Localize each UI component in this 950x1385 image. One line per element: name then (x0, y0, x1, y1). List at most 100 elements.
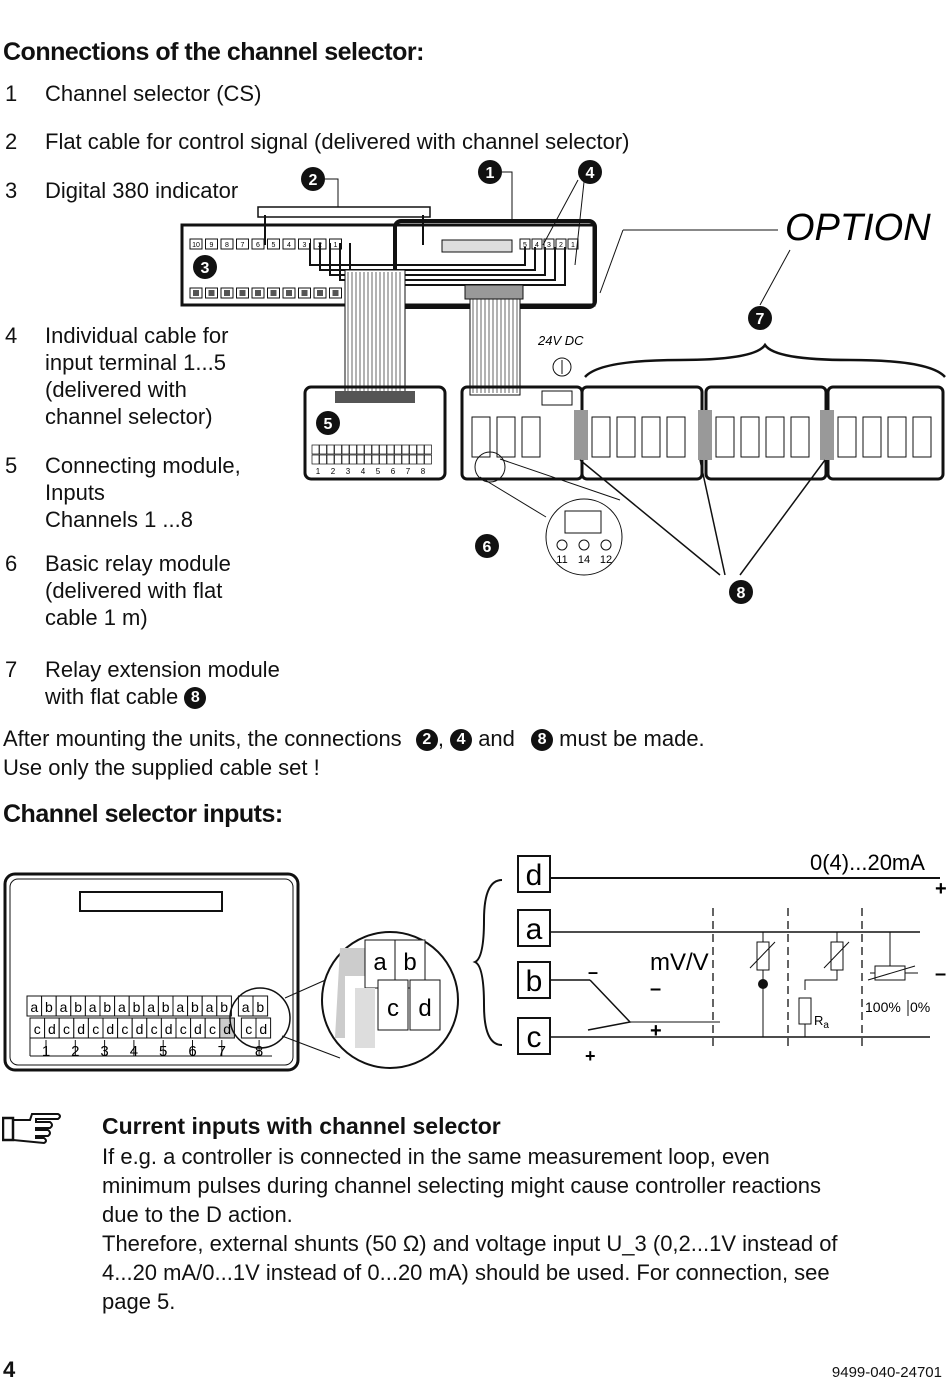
item-number: 7 (5, 657, 18, 682)
marker-4 (578, 160, 602, 184)
marker-number: 7 (756, 311, 765, 328)
channel-number: 6 (188, 1043, 196, 1060)
item-number: 1 (5, 81, 18, 106)
voltage-minus: – (650, 978, 661, 1000)
terminal-letter: c (245, 1021, 252, 1037)
rtd-symbol (756, 941, 770, 971)
item-text-line: (delivered with (45, 377, 187, 402)
note-line: page 5. (102, 1289, 176, 1314)
terminal-letter: d (259, 1021, 267, 1037)
marker-5 (316, 411, 340, 435)
marker-8 (729, 580, 753, 604)
marker-7 (748, 306, 772, 330)
relay-terminal-number: 11 (556, 554, 567, 566)
terminal-letter: a (89, 999, 97, 1015)
marker-6 (475, 534, 499, 558)
channel-number: 8 (255, 1043, 263, 1060)
item-text-line: (delivered with flat (45, 578, 223, 603)
pot-100-label: 100% (865, 999, 901, 1015)
terminal-letter: a (118, 999, 126, 1015)
terminal-number: 7 (241, 242, 245, 249)
note-line: due to the D action. (102, 1202, 293, 1227)
cable-warning: Use only the supplied cable set ! (3, 755, 320, 780)
terminal-box (517, 855, 551, 893)
instruction-and: and (478, 726, 515, 751)
current-minus: – (935, 963, 946, 985)
terminal-letter: d (48, 1021, 56, 1037)
page-number: 4 (3, 1357, 16, 1382)
item-text-line: input terminal 1...5 (45, 350, 226, 375)
resistor-label: Ra (814, 1013, 829, 1031)
item-number: 2 (5, 129, 18, 154)
terminal-letter: d (165, 1021, 173, 1037)
terminal-number: 9 (210, 242, 214, 249)
terminal-letter: b (191, 999, 199, 1015)
terminal-letter: d (194, 1021, 202, 1037)
ribbon-cable-6 (464, 284, 524, 396)
pot-0-label: 0% (910, 999, 930, 1015)
terminal (267, 238, 280, 250)
terminal-letter: c (209, 1021, 216, 1037)
note-body: If e.g. a controller is connected in the… (102, 1142, 838, 1316)
terminal-letter: b (74, 999, 82, 1015)
terminal-letter: b (162, 999, 170, 1015)
brace (472, 879, 503, 1046)
terminal-number: 3 (303, 242, 307, 249)
pointing-hand-icon (2, 1113, 61, 1145)
terminal-number: 2 (559, 242, 563, 249)
terminal-letter: c (527, 1021, 542, 1054)
extension-brace (584, 342, 946, 378)
channel-number: 3 (100, 1043, 108, 1060)
marker-number: 8 (737, 585, 746, 602)
channel-number: 6 (391, 467, 396, 476)
ribbon-cable-5 (344, 269, 406, 396)
voltage-label: mV/V (650, 949, 709, 976)
voltage-plus: + (650, 1020, 662, 1042)
relay-module-group (460, 385, 945, 481)
supply-voltage-label: 24V DC (537, 333, 584, 348)
item-text-line: with flat cable (45, 684, 179, 709)
indicator-terminal-strip-lower (189, 287, 342, 299)
channel-number: 3 (346, 467, 351, 476)
marker-2: 2 (415, 729, 438, 752)
item-text-line: Relay extension module (45, 657, 280, 682)
terminal-number: 10 (192, 242, 200, 249)
channel-number: 7 (406, 467, 411, 476)
channel-number: 5 (159, 1043, 167, 1060)
item-text-line: Basic relay module (45, 551, 231, 576)
terminal (555, 238, 567, 250)
marker-8: 8 (531, 729, 554, 752)
channel-number: 8 (421, 467, 426, 476)
terminal-letter: c (151, 1021, 158, 1037)
marker-number: 4 (586, 165, 595, 182)
individual-cables-4 (309, 243, 566, 286)
relay-terminal-number: 14 (578, 554, 590, 566)
zoom-letter: d (418, 995, 431, 1022)
terminal-number: 3 (547, 242, 551, 249)
channel-number: 5 (376, 467, 381, 476)
terminal-letter: a (30, 999, 38, 1015)
terminal-number: 4 (535, 242, 539, 249)
terminal (531, 238, 543, 250)
terminal (205, 238, 218, 250)
item-text-line: Connecting module, (45, 453, 241, 478)
item-text-line: Individual cable for (45, 323, 229, 348)
marker-number: 3 (201, 260, 210, 277)
terminal-letter: a (526, 913, 543, 946)
terminal-box (517, 1017, 551, 1055)
supply-terminal (552, 357, 572, 377)
resistor-ra (798, 997, 812, 1025)
tc-minus: – (588, 962, 598, 982)
terminal-number: 4 (287, 242, 291, 249)
instruction-text-end: must be made. (559, 726, 705, 751)
terminal-letter: d (77, 1021, 85, 1037)
terminal (282, 238, 296, 250)
